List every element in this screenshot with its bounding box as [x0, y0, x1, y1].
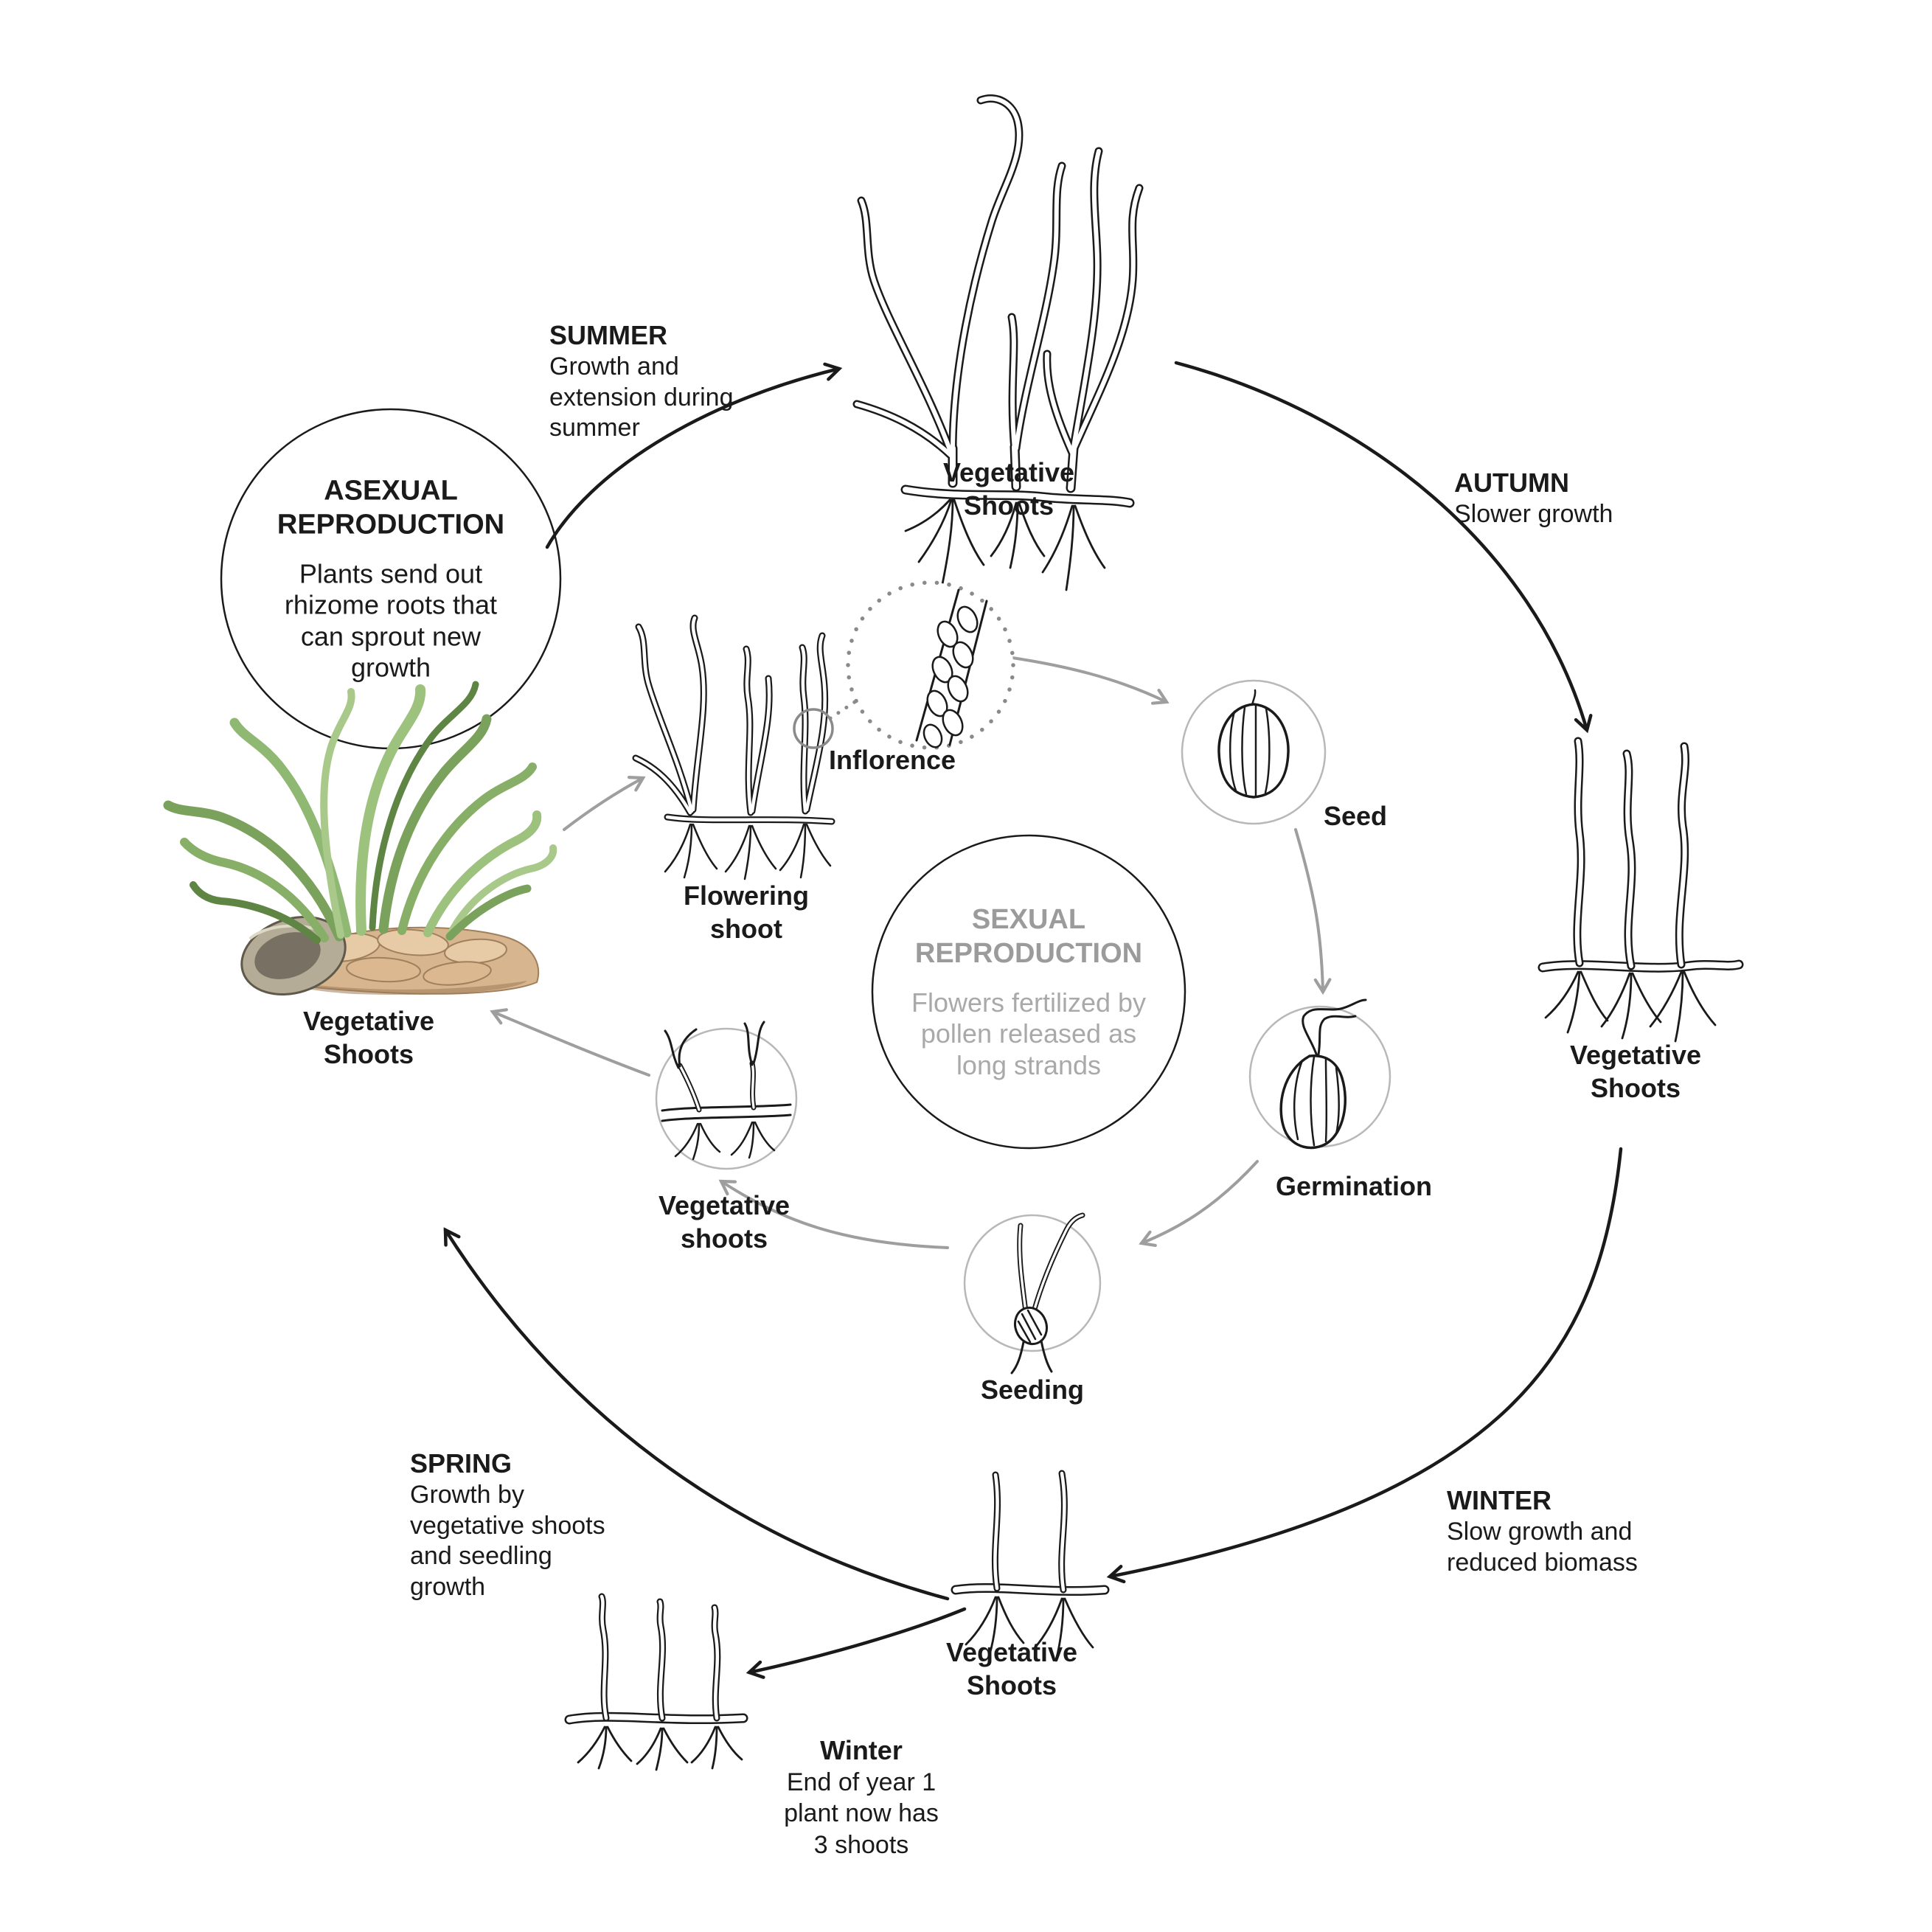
winter-title: WINTER: [1447, 1485, 1551, 1516]
spring-title: SPRING: [410, 1448, 512, 1479]
vegetative-shoots-to-seagrass-arrow: [490, 1008, 650, 1077]
top-vegetative-shoots-illustration: [857, 99, 1139, 591]
inflorence-illustration: [846, 580, 1015, 750]
inflorence-to-seed-arrow: [990, 653, 1170, 705]
autumn-description: Slower growth: [1454, 500, 1613, 529]
asexual-reproduction-label: ASEXUAL REPRODUCTION Plants send out rhi…: [277, 461, 504, 698]
autumn-title: AUTUMN: [1454, 468, 1569, 498]
germination-to-seeding-arrow: [1139, 1160, 1259, 1248]
autumn-arc-arrow: [1174, 361, 1593, 734]
sexual-title: SEXUAL REPRODUCTION: [914, 903, 1143, 970]
sexual-reproduction-label: SEXUAL REPRODUCTION Flowers fertilized b…: [911, 889, 1146, 1094]
label-vegetative-shoots-bottom: Vegetative Shoots: [945, 1637, 1078, 1700]
label-vegetative-shoots-left: Vegetative Shoots: [302, 1006, 435, 1069]
sexual-reproduction-circle: [871, 834, 1186, 1150]
summer-description: Growth and extension during summer: [549, 352, 734, 442]
seeding-illustration: [963, 1215, 1102, 1375]
seagrass-color-illustration: [163, 681, 557, 996]
spring-arc-arrow: [443, 1227, 950, 1601]
magnifier-dotted-connector: [828, 698, 859, 720]
label-vegetative-shoots-inner: Vegetative shoots: [658, 1190, 790, 1254]
sexual-body: Flowers fertilized by pollen released as…: [911, 987, 1147, 1080]
seagrass-to-flowering-shoot-arrow: [563, 776, 646, 831]
inner-vegetative-shoots-illustration: [655, 1021, 798, 1170]
winter-note-title: Winter: [820, 1734, 903, 1765]
germination-illustration: [1248, 998, 1391, 1150]
summer-title: SUMMER: [549, 320, 667, 351]
bottom-vegetative-shoots-illustration: [956, 1473, 1105, 1662]
seed-illustration: [1181, 679, 1327, 825]
summer-arc-arrow: [545, 362, 843, 549]
magnifier-circle: [793, 708, 834, 749]
label-inflorence: Inflorence: [828, 745, 956, 775]
year1-three-shoots-illustration: [569, 1596, 743, 1771]
asexual-title: ASEXUAL REPRODUCTION: [277, 475, 505, 541]
bottom-transfer-arrow: [746, 1607, 967, 1679]
spring-description: Growth by vegetative shoots and seedling…: [410, 1481, 605, 1601]
label-vegetative-shoots-top: Vegetative Shoots: [942, 457, 1075, 521]
seeding-to-vegetative-shoots-arrow: [718, 1179, 949, 1249]
label-vegetative-shoots-right: Vegetative Shoots: [1569, 1040, 1702, 1103]
label-seed: Seed: [1323, 801, 1388, 831]
winter-description: Slow growth and reduced biomass: [1447, 1518, 1638, 1577]
right-vegetative-shoots-illustration: [1543, 741, 1739, 1043]
asexual-body: Plants send out rhizome roots that can s…: [284, 558, 498, 683]
flowering-shoot-illustration: [636, 618, 859, 880]
label-seeding: Seeding: [980, 1375, 1085, 1405]
seed-to-germination-arrow: [1294, 828, 1332, 995]
label-germination: Germination: [1275, 1171, 1433, 1201]
label-flowering-shoot: Flowering shoot: [684, 880, 809, 944]
winter-note-description: End of year 1 plant now has 3 shoots: [784, 1768, 939, 1859]
winter-arc-arrow: [1106, 1147, 1623, 1584]
